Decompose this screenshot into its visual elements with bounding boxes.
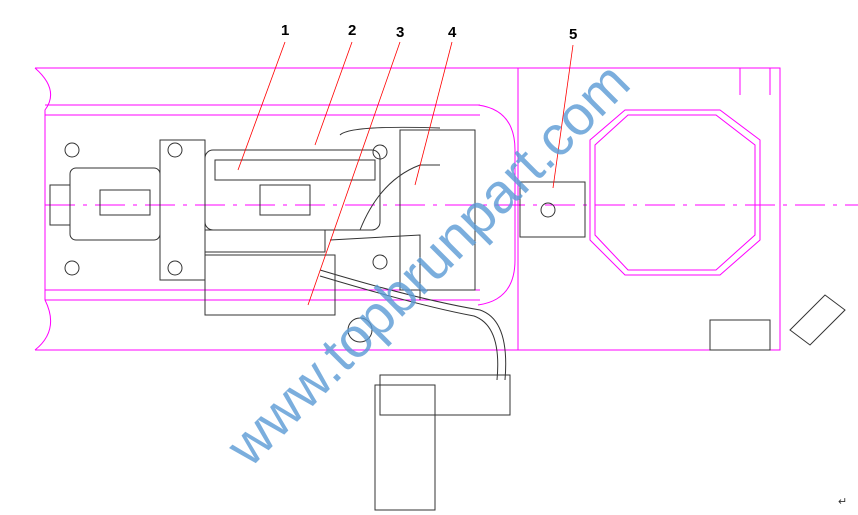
- callout-3: 3: [396, 24, 405, 41]
- engine: [49, 139, 388, 316]
- exhaust: [709, 294, 846, 351]
- callout-1: 1: [281, 22, 290, 39]
- callout-2: 2: [348, 22, 357, 39]
- component-5-box: [519, 181, 586, 238]
- chassis-frame: [34, 67, 858, 351]
- return-mark: ↵: [838, 496, 848, 508]
- fuel-tank: [374, 374, 511, 511]
- callout-4: 4: [448, 24, 457, 41]
- callout-5: 5: [569, 26, 578, 43]
- radiator: [329, 126, 476, 300]
- leader-lines: [237, 41, 574, 306]
- hoses: [319, 269, 507, 381]
